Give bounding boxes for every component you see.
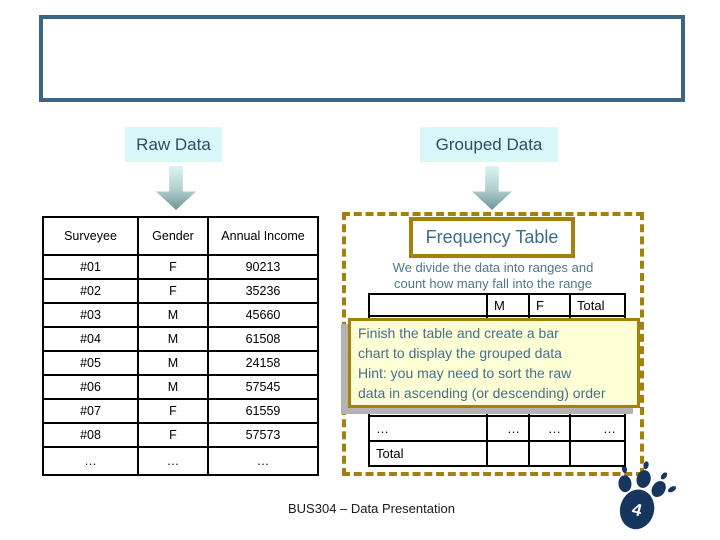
grouped-data-label: Grouped Data	[420, 127, 558, 162]
frequency-table-title: Frequency Table	[409, 217, 575, 258]
table-row: #01 F 90213	[42, 254, 319, 280]
column-header	[368, 293, 488, 317]
cell: M	[137, 374, 209, 400]
cell: #05	[42, 350, 139, 376]
cell	[528, 440, 571, 467]
cell: 57573	[207, 422, 319, 448]
cell: #01	[42, 254, 139, 280]
cell: #08	[42, 422, 139, 448]
table-row-ellipsis: … … …	[42, 446, 319, 476]
note-line: chart to display the grouped data	[358, 345, 562, 361]
cell: …	[528, 415, 571, 442]
cell: …	[569, 415, 626, 442]
cell: 35236	[207, 278, 319, 304]
cell	[569, 440, 626, 467]
frequency-description: We divide the data into ranges and count…	[345, 260, 641, 292]
raw-data-table: Surveyee Gender Annual Income #01 F 9021…	[42, 216, 319, 476]
cell: 90213	[207, 254, 319, 280]
title-placeholder	[39, 15, 685, 102]
column-header: Gender	[137, 216, 209, 256]
cell: …	[207, 446, 319, 476]
table-row: #02 F 35236	[42, 278, 319, 304]
note-line: Hint: you may need to sort the raw	[358, 365, 572, 381]
column-header: Total	[569, 293, 626, 317]
cell: Total	[368, 440, 488, 467]
cell: F	[137, 422, 209, 448]
cell: F	[137, 398, 209, 424]
cell: M	[137, 302, 209, 328]
paw-print-icon: 4	[618, 461, 677, 530]
cell: #03	[42, 302, 139, 328]
table-row: #03 M 45660	[42, 302, 319, 328]
cell: 45660	[207, 302, 319, 328]
table-row: #05 M 24158	[42, 350, 319, 376]
cell: #04	[42, 326, 139, 352]
column-header: Annual Income	[207, 216, 319, 256]
column-header: F	[528, 293, 571, 317]
cell: #02	[42, 278, 139, 304]
table-header-row: Surveyee Gender Annual Income	[42, 216, 319, 256]
down-arrow-icon	[472, 166, 512, 210]
description-line: count how many fall into the range	[393, 276, 592, 291]
table-row: #06 M 57545	[42, 374, 319, 400]
cell: #06	[42, 374, 139, 400]
cell: …	[42, 446, 139, 476]
footer-course-title: BUS304 – Data Presentation	[288, 501, 455, 516]
table-header-row: M F Total	[368, 293, 626, 317]
table-row-ellipsis: … … … …	[368, 415, 626, 442]
raw-data-label: Raw Data	[125, 127, 222, 162]
description-line: We divide the data into ranges and	[392, 260, 594, 275]
down-arrow-icon	[156, 166, 196, 210]
cell: …	[368, 415, 488, 442]
table-row: #04 M 61508	[42, 326, 319, 352]
cell: …	[137, 446, 209, 476]
cell	[486, 440, 530, 467]
cell: 57545	[207, 374, 319, 400]
cell: M	[137, 326, 209, 352]
hint-note-box: Finish the table and create a bar chart …	[348, 318, 640, 408]
note-line: Finish the table and create a bar	[358, 325, 559, 341]
column-header: Surveyee	[42, 216, 139, 256]
cell: 61508	[207, 326, 319, 352]
table-row: #07 F 61559	[42, 398, 319, 424]
table-row: #08 F 57573	[42, 422, 319, 448]
note-line: data in ascending (or descending) order	[358, 385, 606, 401]
cell: #07	[42, 398, 139, 424]
cell: 24158	[207, 350, 319, 376]
cell: F	[137, 278, 209, 304]
cell: …	[486, 415, 530, 442]
grouped-data-dashed-panel	[342, 212, 644, 476]
column-header: M	[486, 293, 530, 317]
cell: 61559	[207, 398, 319, 424]
cell: M	[137, 350, 209, 376]
table-row-total: Total	[368, 440, 626, 467]
cell: F	[137, 254, 209, 280]
